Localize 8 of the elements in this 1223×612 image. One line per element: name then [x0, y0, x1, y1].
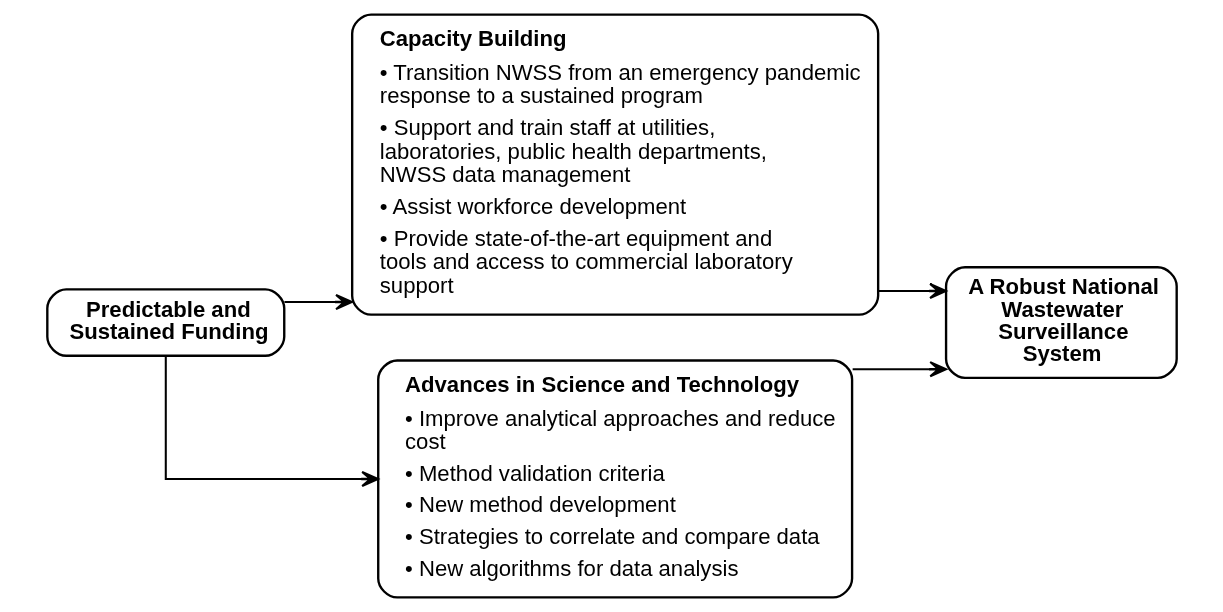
- node-box: Advances in Science and Technology • Improve analytical approaches and reduce cost • Method validation criteria • New method development • Strategies to correlate and compare data • New algorithms for data analysis: [376, 359, 853, 599]
- arrow: [878, 282, 947, 300]
- node-box: Capacity Building • Transition NWSS from an emergency pandemic response to a sustained program • Support and train staff at utilities, laboratories, public health departments, NWSS data management • Assist workforce development • Provide state-of-the-art equipment and tools and access to commercial laboratory support: [350, 13, 879, 316]
- arrow: [164, 356, 379, 488]
- node-box: A Robust National Wastewater Surveillance System: [944, 266, 1178, 380]
- arrow: [283, 293, 353, 311]
- node-box: Predictable and Sustained Funding: [45, 288, 285, 357]
- arrow: [852, 361, 947, 378]
